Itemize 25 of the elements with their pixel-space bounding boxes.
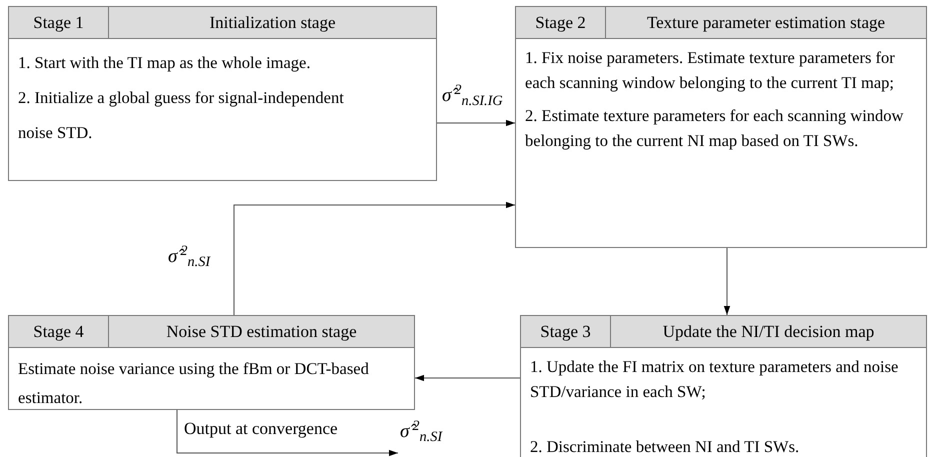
arrow (414, 374, 520, 382)
arrow (724, 248, 730, 316)
stage-number: Stage 3 (521, 316, 611, 347)
stage-number: Stage 1 (9, 7, 109, 38)
stage-title: Texture parameter estimation stage (646, 12, 886, 34)
stage-title: Initialization stage (208, 12, 337, 34)
stage-box (8, 6, 437, 181)
stage-title: Noise STD estimation stage (165, 320, 358, 343)
stage-title: Update the NI/TI decision map (662, 320, 876, 343)
step-text: 1. Update the FI matrix on texture parameters and noise STD/variance in each SW; (530, 356, 900, 403)
step-text: Estimate noise variance using the fBm or DCT-based estimator. (18, 358, 370, 409)
stage-box (520, 315, 927, 457)
arrow (436, 120, 516, 126)
edge-label: Output at convergence (184, 418, 338, 440)
step-text: 1. Start with the TI map as the whole image. (18, 52, 312, 74)
step-text: 1. Fix noise parameters. Estimate texture parameters for each scanning window belonging to the current TI map; (525, 47, 896, 94)
step-text: 2. Initialize a global guess for signal-independent noise STD. (18, 87, 345, 144)
step-text: 2. Discriminate between NI and TI SWs. (530, 436, 800, 457)
step-text: 2. Estimate texture parameters for each scanning window belonging to the current NI map based on TI SWs. (525, 105, 904, 152)
arrow (234, 202, 516, 316)
arrow (176, 410, 398, 456)
stage-box (515, 6, 927, 248)
stage-number: Stage 2 (516, 7, 606, 38)
stage-number: Stage 4 (9, 316, 109, 347)
stage-box (8, 315, 415, 410)
